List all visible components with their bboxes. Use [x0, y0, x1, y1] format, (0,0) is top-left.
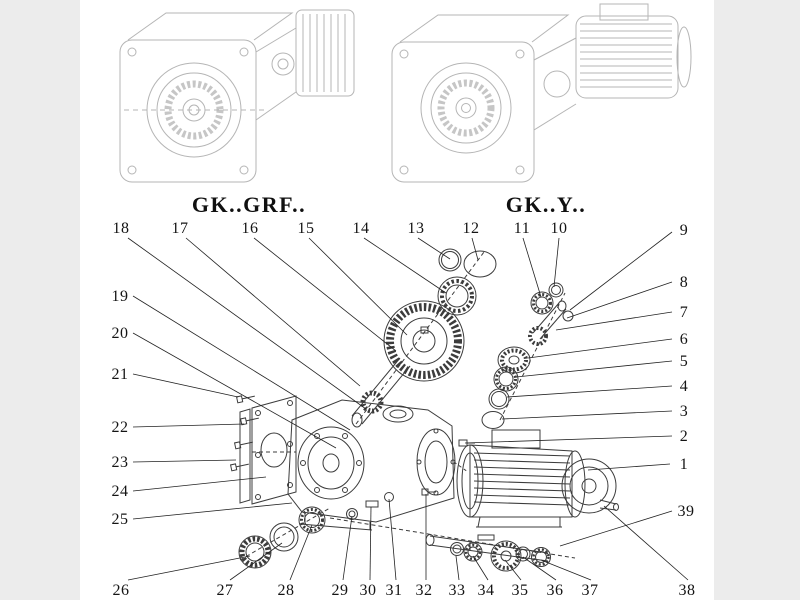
callout-28: 28 [277, 582, 295, 599]
callout-19: 19 [111, 288, 129, 305]
bevel-pinion-assembly [458, 282, 574, 447]
callout-29: 29 [331, 582, 349, 599]
callout-23: 23 [111, 454, 129, 471]
callout-5: 5 [679, 353, 689, 370]
callout-1: 1 [679, 456, 689, 473]
callout-32: 32 [415, 582, 433, 599]
callout-24: 24 [111, 483, 129, 500]
top-left-gearbox-drawing [119, 9, 355, 183]
callout-38: 38 [678, 582, 696, 599]
callout-26: 26 [112, 582, 130, 599]
callout-31: 31 [385, 582, 403, 599]
callout-22: 22 [111, 419, 129, 436]
callout-37: 37 [581, 582, 599, 599]
callout-39: 39 [677, 503, 695, 520]
callout-25: 25 [111, 511, 129, 528]
callout-13: 13 [407, 220, 425, 237]
callout-12: 12 [462, 220, 480, 237]
flange-screws [229, 395, 259, 472]
gear-housing [287, 399, 456, 531]
callout-27: 27 [216, 582, 234, 599]
callout-16: 16 [241, 220, 259, 237]
callout-2: 2 [679, 428, 689, 445]
callout-35: 35 [511, 582, 529, 599]
callout-34: 34 [477, 582, 495, 599]
top-right-gearmotor-drawing [391, 3, 692, 183]
exploded-view-drawing [229, 248, 619, 572]
callout-20: 20 [111, 325, 129, 342]
callout-7: 7 [679, 304, 689, 321]
callout-18: 18 [112, 220, 130, 237]
callout-33: 33 [448, 582, 466, 599]
flange-plate-and-gasket [239, 395, 297, 505]
callout-15: 15 [297, 220, 315, 237]
gear-shaft-assembly [351, 248, 497, 428]
small-fittings [346, 461, 469, 520]
callout-30: 30 [359, 582, 377, 599]
callout-11: 11 [513, 220, 531, 237]
output-shaft-assembly [329, 517, 576, 572]
callout-36: 36 [546, 582, 564, 599]
output-cover-bearing-cluster [238, 506, 331, 569]
callout-6: 6 [679, 331, 689, 348]
callout-14: 14 [352, 220, 370, 237]
model-label-gk-grf: GK..GRF.. [191, 192, 307, 217]
callout-8: 8 [679, 274, 689, 291]
callout-leader-lines [127, 231, 689, 581]
callout-17: 17 [171, 220, 189, 237]
callout-21: 21 [111, 366, 129, 383]
model-label-gk-y: GK..Y.. [505, 192, 587, 217]
electric-motor [456, 429, 619, 528]
callout-3: 3 [679, 403, 689, 420]
paper-background [80, 0, 714, 600]
callout-9: 9 [679, 222, 689, 239]
callout-10: 10 [550, 220, 568, 237]
callout-4: 4 [679, 378, 689, 395]
